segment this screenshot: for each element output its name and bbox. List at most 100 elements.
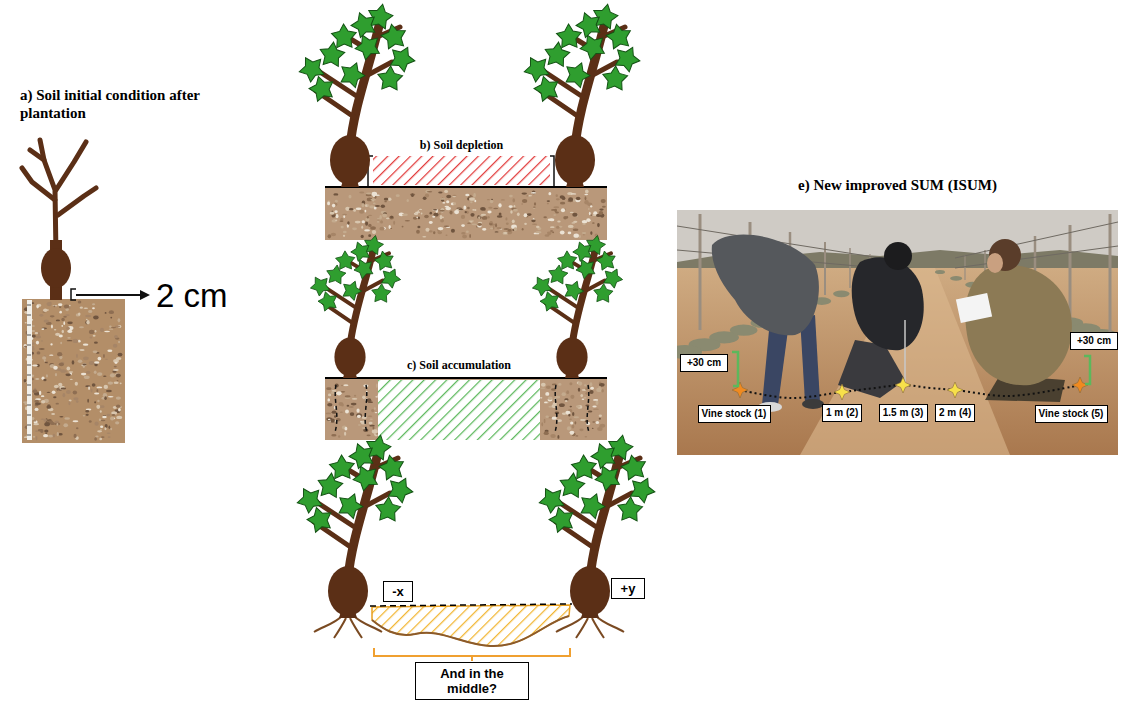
soil-stone — [597, 223, 600, 227]
soil-stone — [349, 195, 352, 199]
soil-stone — [68, 371, 73, 372]
vine-leaf — [538, 289, 562, 312]
soil-stone — [375, 205, 380, 207]
soil-stone — [48, 435, 54, 438]
soil-stone — [79, 326, 84, 328]
soil-stone — [367, 398, 372, 402]
grapevine — [293, 433, 417, 638]
soil-stone — [599, 212, 603, 215]
soil-stone — [349, 406, 354, 408]
soil-stone — [65, 374, 71, 377]
vine-leaf — [595, 249, 617, 271]
soil-stone — [106, 390, 112, 393]
arrow-head — [140, 290, 150, 300]
person-jacket — [852, 257, 924, 350]
soil-stone — [62, 330, 64, 333]
soil-stone — [343, 384, 348, 386]
soil-stone — [540, 397, 542, 398]
label-box: Vine stock (1) — [698, 405, 771, 423]
soil-stone — [120, 382, 122, 384]
soil-stone — [333, 193, 338, 195]
soil-stone — [575, 435, 578, 436]
label-box: +30 cm — [1070, 332, 1118, 350]
soil-stone — [461, 215, 465, 219]
soil-stone — [116, 405, 121, 408]
soil-stone — [349, 208, 354, 210]
soil-stone — [487, 211, 491, 214]
vine-leaf — [604, 22, 633, 50]
soil-stone — [91, 389, 93, 393]
measure-point — [834, 384, 850, 400]
label-box: 2 m (4) — [935, 404, 975, 422]
vine-leaf — [377, 453, 406, 481]
soil-stone — [473, 193, 476, 197]
soil-stone — [550, 226, 555, 228]
soil-stone — [474, 200, 476, 202]
label-box: -x — [383, 581, 413, 602]
soil-stone — [534, 202, 536, 205]
soil-stone — [505, 217, 507, 220]
soil-stone — [105, 312, 107, 314]
soil-stone — [46, 374, 48, 377]
soil-stone — [89, 330, 95, 334]
vine-leaf — [375, 496, 401, 521]
soil-stone — [377, 219, 380, 220]
soil-stone — [332, 220, 337, 223]
soil-stone — [553, 214, 556, 215]
soil-stone — [49, 355, 53, 356]
soil-stone — [552, 417, 557, 420]
soil-stone — [388, 197, 392, 200]
soil-stone — [57, 352, 62, 356]
soil-stone — [61, 318, 64, 321]
soil-surface-profile — [372, 616, 569, 646]
soil-stone — [510, 210, 512, 213]
soil-stone — [54, 385, 59, 389]
panel-title: a) Soil initial condition after plantati… — [20, 86, 205, 122]
soil-stone — [444, 190, 448, 193]
soil-stone — [597, 427, 603, 431]
soil-stone — [590, 387, 594, 390]
soil-stone — [570, 421, 573, 424]
soil-stone — [51, 325, 53, 329]
soil-stone — [98, 357, 102, 361]
soil-stone — [35, 332, 39, 334]
soil-stone — [504, 228, 509, 229]
soil-stone — [356, 413, 362, 417]
soil-stone — [113, 344, 118, 348]
soil-stone — [89, 336, 92, 338]
soil-stone — [97, 372, 102, 376]
soil-stone — [108, 426, 110, 429]
soil-stone — [334, 210, 337, 213]
soil-stone — [364, 229, 370, 231]
soil-stone — [571, 222, 575, 223]
soil-stone — [456, 207, 462, 208]
soil-stone — [335, 220, 337, 221]
soil-stone — [55, 423, 61, 425]
vine-branch — [58, 188, 96, 215]
soil-stone — [390, 216, 393, 218]
node-text: Vine stock (1) — [702, 408, 767, 420]
soil-stone — [601, 389, 604, 392]
vine-graft — [330, 135, 370, 185]
soil-stone — [493, 226, 495, 230]
node-text: c) Soil accumulation — [404, 358, 514, 372]
tape-tick — [27, 365, 31, 366]
soil-stone — [592, 421, 595, 422]
soil-stone — [328, 419, 331, 421]
soil-stone — [104, 331, 110, 333]
label-box: 1 m (2) — [822, 404, 862, 422]
soil-stone — [572, 412, 574, 416]
soil-stone — [100, 429, 102, 430]
soil-stone — [368, 416, 373, 417]
soil-stone — [440, 210, 445, 212]
soil-stone — [336, 214, 339, 218]
soil-stone — [547, 200, 550, 202]
ground-line — [325, 186, 607, 188]
soil-stone — [32, 325, 35, 326]
soil-stone — [94, 422, 98, 426]
soil-stone — [113, 369, 119, 371]
soil-stone — [50, 343, 52, 345]
soil-stone — [52, 305, 57, 306]
soil-stone — [75, 382, 78, 386]
vine-leaf — [305, 504, 335, 533]
